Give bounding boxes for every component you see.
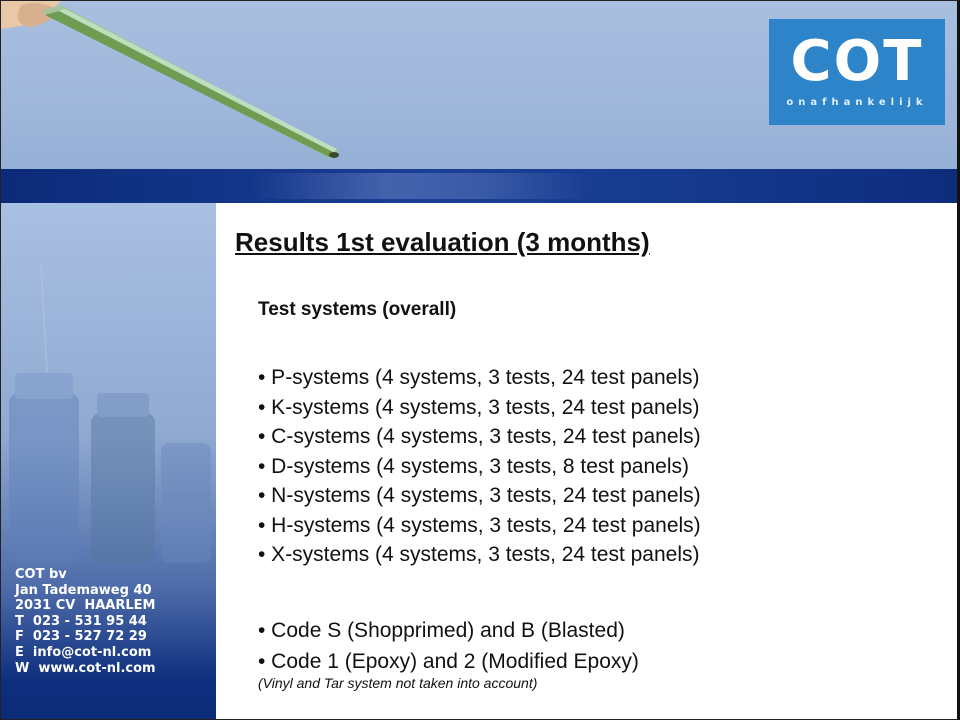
list-item: • X-systems (4 systems, 3 tests, 24 test…: [258, 543, 700, 566]
contact-company: COT bv: [15, 567, 67, 582]
contact-city: 2031 CV HAARLEM: [15, 598, 156, 614]
footnote: (Vinyl and Tar system not taken into acc…: [258, 675, 538, 691]
list-item: • C-systems (4 systems, 3 tests, 24 test…: [258, 425, 701, 448]
slide-subtitle: Test systems (overall): [258, 299, 457, 320]
list-item: • H-systems (4 systems, 3 tests, 24 test…: [258, 513, 701, 537]
pipette-image: [1, 1, 339, 159]
list-item: • N-systems (4 systems, 3 tests, 24 test…: [258, 484, 701, 507]
slide-title: Results 1st evaluation (3 months): [235, 227, 650, 257]
list-item: • D-systems (4 systems, 3 tests, 8 test …: [258, 454, 689, 478]
lab-bottles-image: [9, 262, 211, 563]
list-item: • K-systems (4 systems, 3 tests, 24 test…: [258, 395, 700, 419]
sidebar-panel: COT bv Jan Tademaweg 40 2031 CV HAARLEM …: [1, 203, 216, 719]
contact-street: Jan Tademaweg 40: [15, 582, 152, 598]
systems-list: • P-systems (4 systems, 3 tests, 24 test…: [258, 363, 701, 570]
contact-fax: F 023 - 527 72 29: [15, 629, 147, 645]
cot-logo: COT onafhankelijk: [769, 19, 945, 125]
logo-brand: COT: [790, 29, 924, 94]
title-band: [1, 169, 957, 203]
contact-email: E info@cot-nl.com: [15, 644, 152, 660]
list-item: • Code 1 (Epoxy) and 2 (Modified Epoxy): [258, 650, 639, 673]
band-watermark: [251, 173, 591, 199]
contact-phone: T 023 - 531 95 44: [15, 613, 147, 629]
codes-list: • Code S (Shopprimed) and B (Blasted) • …: [258, 615, 639, 677]
content-area: [216, 203, 957, 719]
list-item: • Code S (Shopprimed) and B (Blasted): [258, 619, 625, 642]
contact-web: W www.cot-nl.com: [15, 660, 156, 676]
logo-tagline: onafhankelijk: [786, 97, 928, 108]
contact-block: COT bv Jan Tademaweg 40 2031 CV HAARLEM …: [15, 567, 156, 676]
header-banner: COT onafhankelijk: [1, 1, 957, 169]
list-item: • P-systems (4 systems, 3 tests, 24 test…: [258, 366, 700, 389]
